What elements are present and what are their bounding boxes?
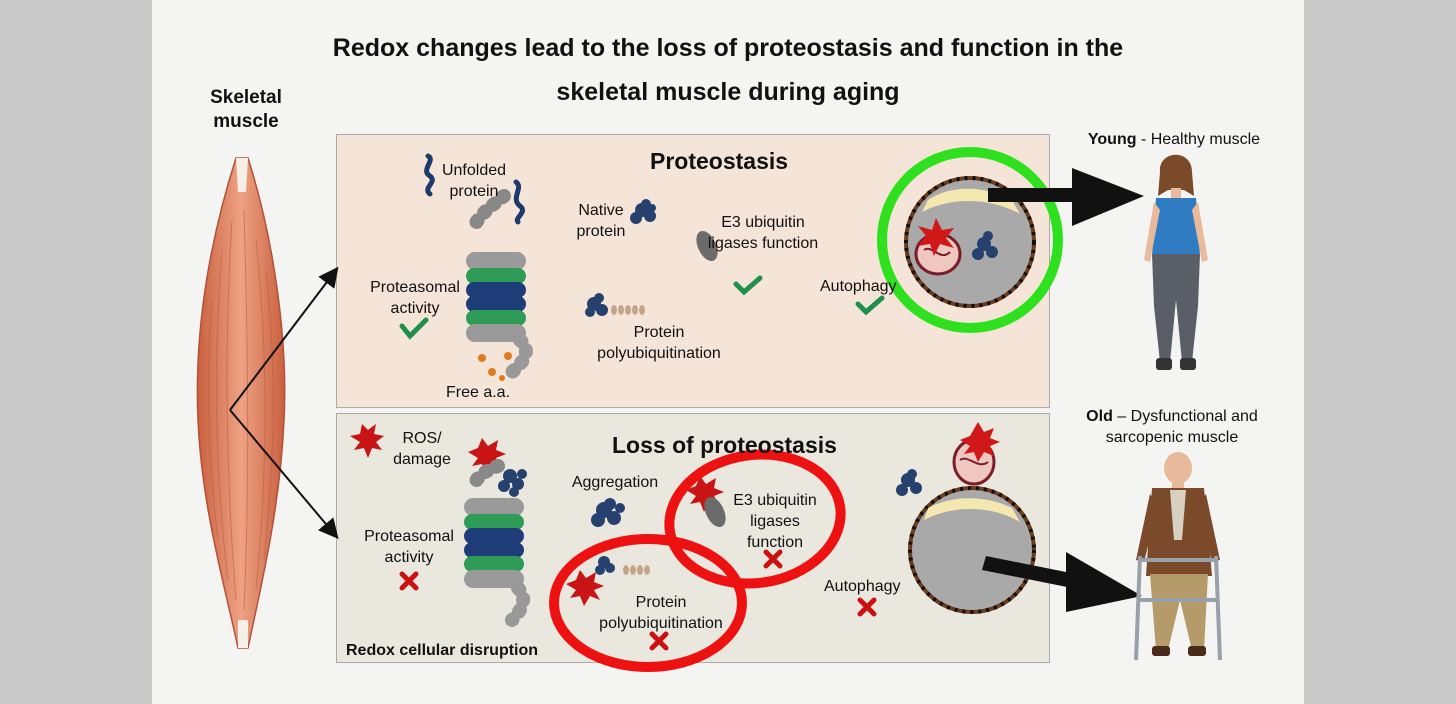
- polyubiquitinated-protein-icon: [595, 556, 650, 575]
- polyubiquitination-cross-icon: [649, 631, 669, 651]
- protein-polyubiquitination-label: Protein polyubiquitination: [599, 594, 723, 632]
- figure-title-line-1: Redox changes lead to the loss of proteo…: [332, 34, 1124, 62]
- loss-of-proteostasis-title: Loss of proteostasis: [612, 432, 837, 458]
- skeletal-muscle-icon: [196, 157, 286, 649]
- polyubiquitinated-protein-icon: [585, 293, 645, 317]
- proteasomal-activity-label: Proteasomal activity: [364, 528, 454, 566]
- proteasome-icon: [466, 189, 533, 381]
- proteasomal-activity-cross-icon: [399, 571, 419, 591]
- e3-ligase-icon: [704, 497, 726, 527]
- diagram-graphics: [196, 147, 1222, 672]
- redox-cellular-disruption-label: Redox cellular disruption: [346, 642, 539, 659]
- old-label-bold: Old: [1086, 408, 1113, 425]
- impaired-autophagosome-icon: [896, 422, 1036, 614]
- figure-page: Redox changes lead to the loss of proteo…: [152, 0, 1304, 704]
- proteostasis-title: Proteostasis: [650, 148, 789, 174]
- ros-burst-icon: [566, 570, 604, 606]
- e3-ligase-function-label: E3 ubiquitin ligases function: [707, 214, 819, 252]
- unfolded-protein-label: Unfolded protein: [441, 162, 507, 200]
- skeletal-muscle-label: Skeletal muscle: [210, 87, 282, 132]
- proteasomal-activity-label: Proteasomal activity: [370, 279, 460, 317]
- autophagy-label: Autophagy: [820, 278, 897, 295]
- autophagy-label: Autophagy: [824, 578, 901, 595]
- old-label: Old – Dysfunctional and sarcopenic muscl…: [1066, 406, 1278, 448]
- aggregation-icon: [591, 498, 625, 527]
- proteasomal-activity-check-icon: [399, 317, 429, 340]
- unfolded-protein-icon: [424, 153, 435, 197]
- autophagosome-icon: [904, 176, 1036, 308]
- young-label-rest: - Healthy muscle: [1136, 131, 1261, 148]
- old-label-rest: – Dysfunctional and sarcopenic muscle: [1105, 408, 1258, 446]
- young-label: Young - Healthy muscle: [1068, 129, 1280, 150]
- protein-polyubiquitination-label: Protein polyubiquitination: [597, 324, 721, 362]
- e3-cross-icon: [763, 549, 783, 569]
- e3-impaired-highlight-circle: [664, 449, 846, 589]
- e3-ligase-icon: [696, 231, 718, 261]
- autophagy-cross-icon: [857, 597, 877, 617]
- young-label-bold: Young: [1087, 131, 1137, 148]
- autophagy-check-icon: [855, 295, 885, 316]
- ros-damage-label: ROS/ damage: [393, 430, 451, 468]
- arrow-to-young-icon: [988, 168, 1144, 226]
- free-amino-acids-label: Free a.a.: [445, 384, 511, 401]
- arrow-to-old-icon: [982, 552, 1142, 612]
- unfolded-protein-icon: [513, 179, 525, 225]
- e3-ligase-function-label: E3 ubiquitin ligases function: [733, 492, 817, 551]
- native-protein-label: Native protein: [576, 202, 626, 240]
- proteasome-icon: [464, 459, 531, 627]
- ros-burst-icon: [350, 424, 384, 458]
- aggregation-label: Aggregation: [571, 474, 659, 491]
- young-person-illustration: [1144, 154, 1208, 370]
- figure-title-line-2: skeletal muscle during aging: [556, 78, 900, 106]
- polyubiquitination-impaired-highlight-circle: [549, 534, 747, 672]
- old-person-illustration: [1134, 452, 1222, 661]
- healthy-autophagy-highlight-circle: [877, 147, 1063, 333]
- native-protein-icon: [630, 199, 656, 224]
- branch-arrows: [229, 266, 339, 540]
- e3-check-icon: [733, 275, 763, 296]
